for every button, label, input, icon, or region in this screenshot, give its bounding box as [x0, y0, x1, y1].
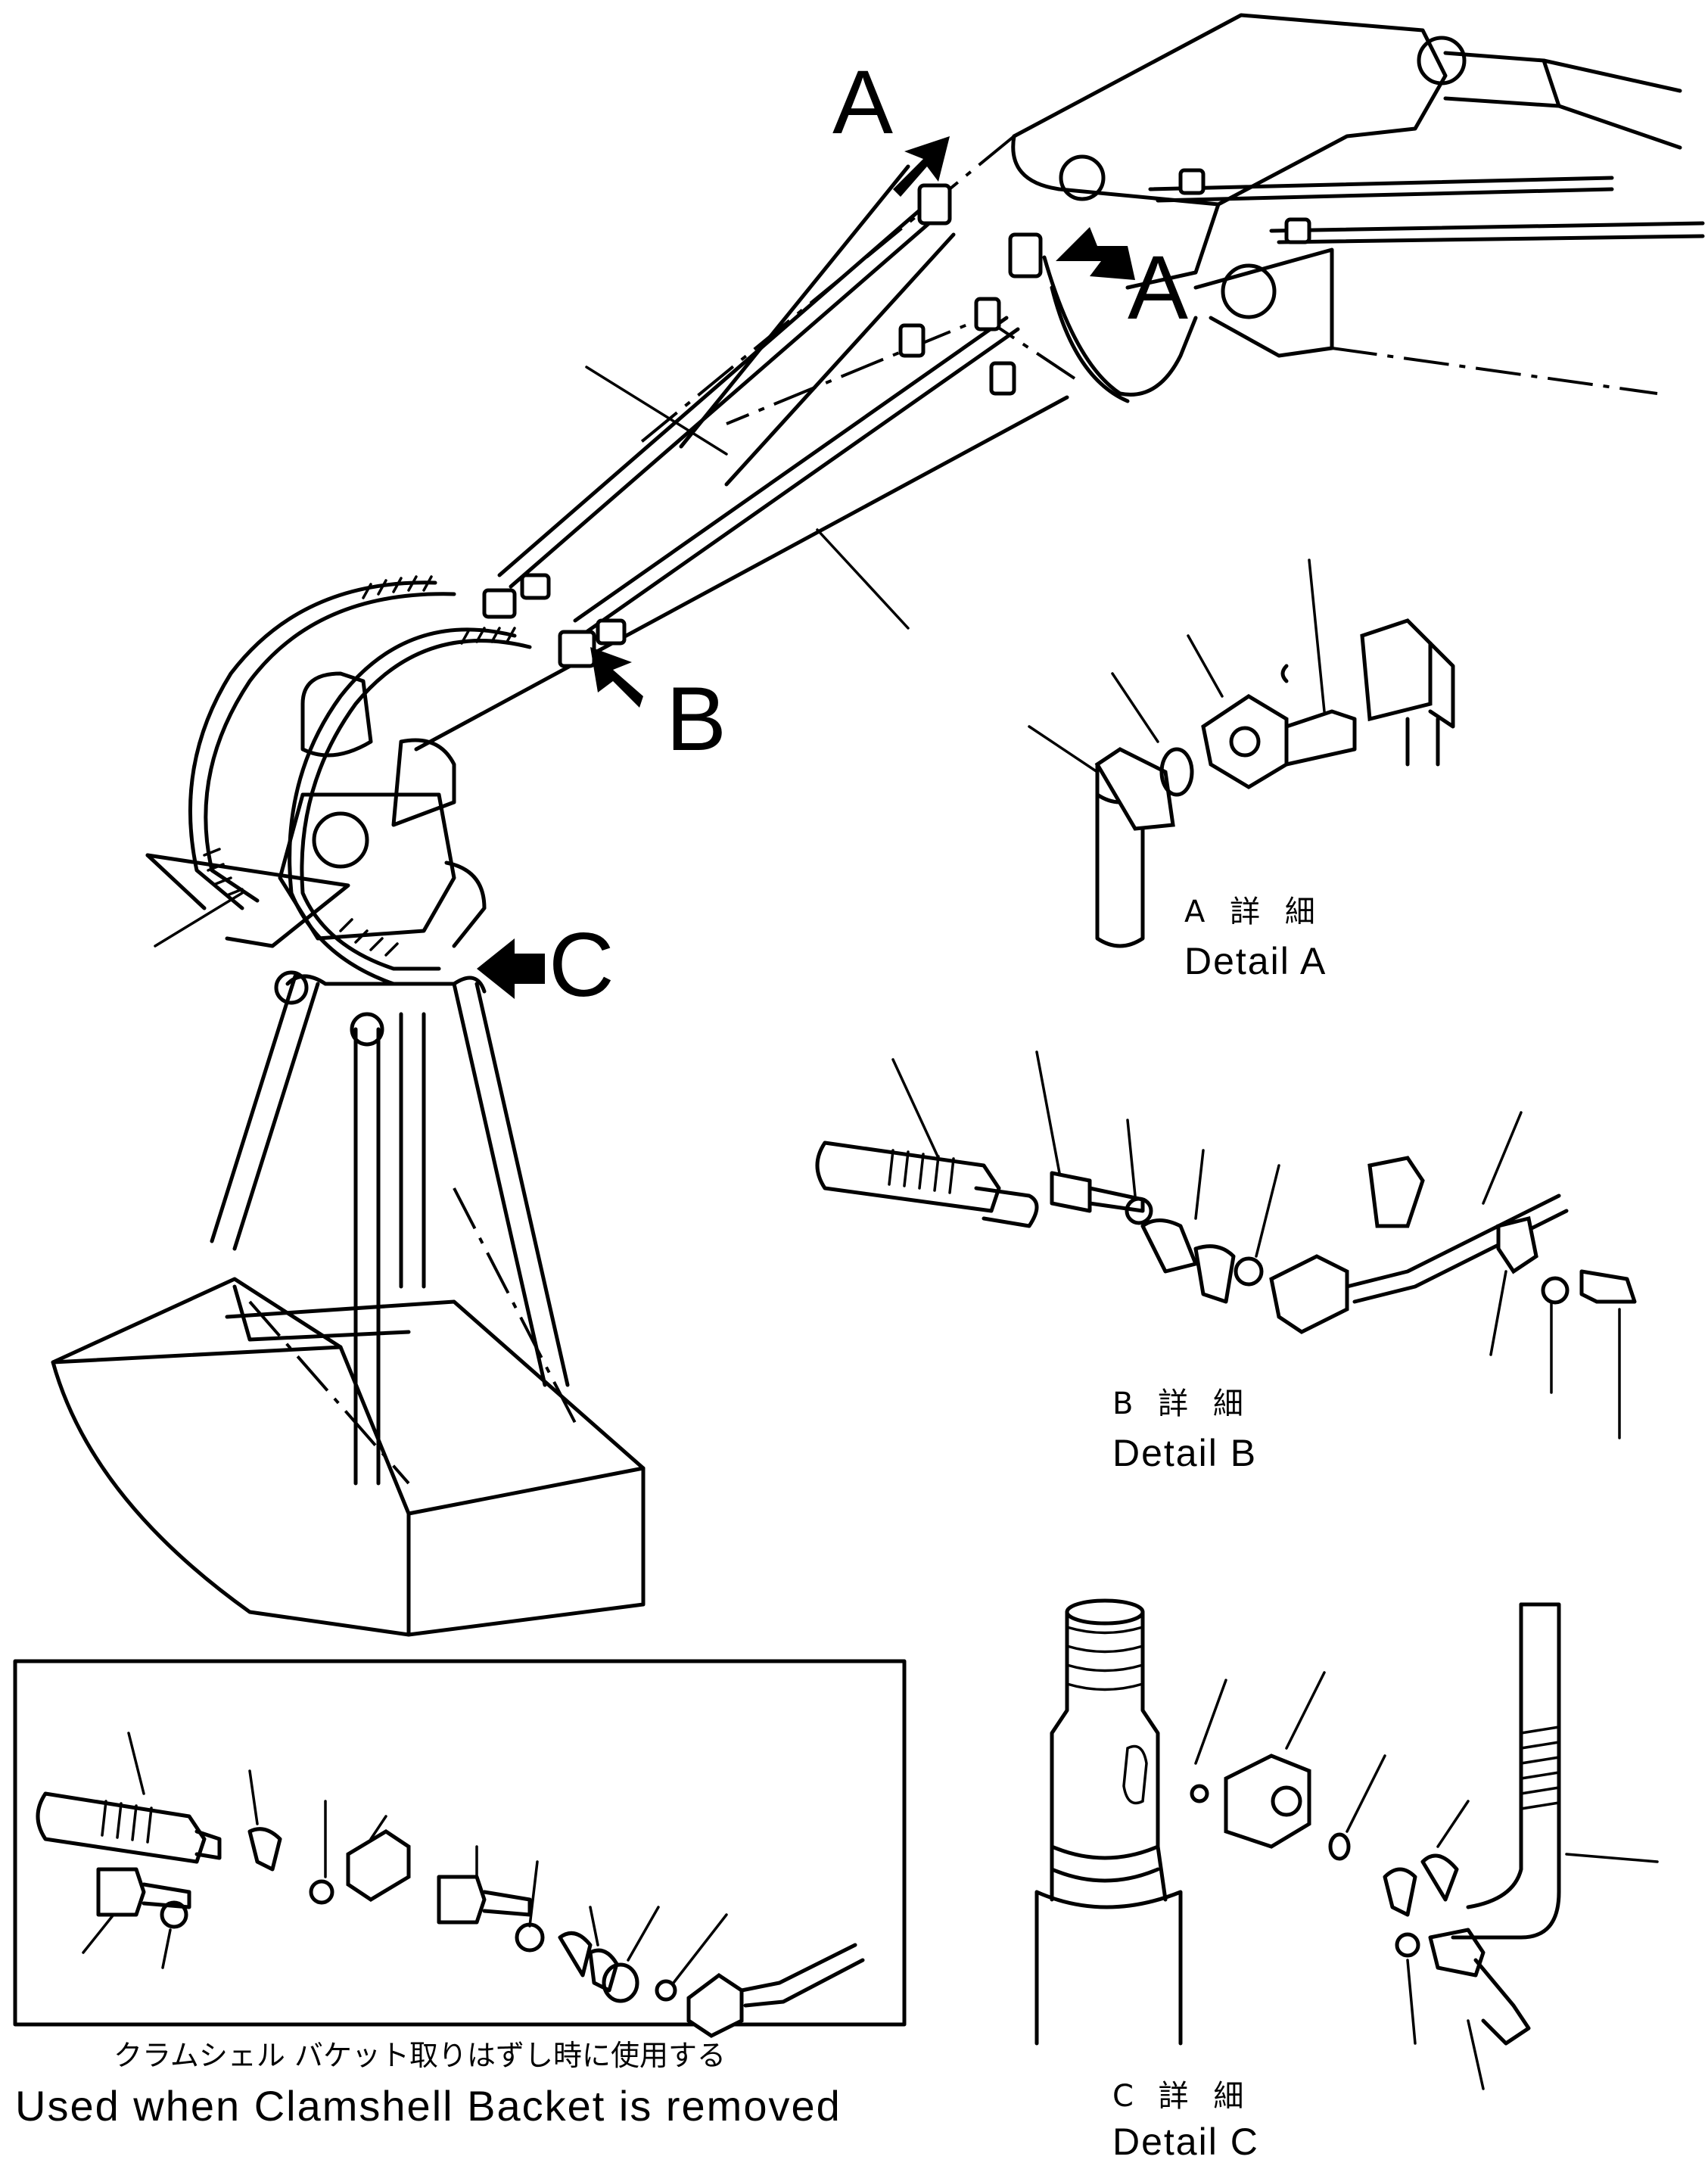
detail-c-caption-en: Detail C	[1112, 2121, 1259, 2163]
callout-c: C	[549, 914, 614, 1016]
inset-caption-en: Used when Clamshell Backet is removed	[15, 2082, 842, 2130]
arrow-a-right	[1056, 227, 1135, 280]
detail-b-caption-en: Detail B	[1112, 1432, 1258, 1474]
clamshell-head	[51, 671, 646, 1637]
callout-arrows	[477, 136, 1135, 999]
inset-parts	[36, 1732, 865, 2038]
detail-a-caption-en: Detail A	[1184, 940, 1327, 982]
hoses	[188, 575, 532, 986]
detail-b-parts	[815, 1050, 1637, 1439]
callout-a-right: A	[1128, 237, 1189, 338]
callout-b: B	[666, 668, 727, 770]
inset-caption-jp: クラムシェル バケット取りはずし時に使用する	[114, 2039, 726, 2072]
detail-c-parts	[1034, 1598, 1659, 2090]
arrow-b	[590, 647, 643, 708]
callout-a-top: A	[832, 51, 894, 153]
boom-arm	[154, 13, 1705, 948]
detail-a-caption-jp: A 詳 細	[1184, 895, 1323, 929]
inset-box	[13, 1659, 907, 2027]
arrow-c	[477, 938, 545, 999]
detail-c-caption-jp: C 詳 細	[1112, 2079, 1252, 2114]
arrow-a-top	[893, 136, 950, 197]
detail-b-caption-jp: B 詳 細	[1112, 1386, 1251, 1421]
detail-a-parts	[1028, 559, 1455, 948]
